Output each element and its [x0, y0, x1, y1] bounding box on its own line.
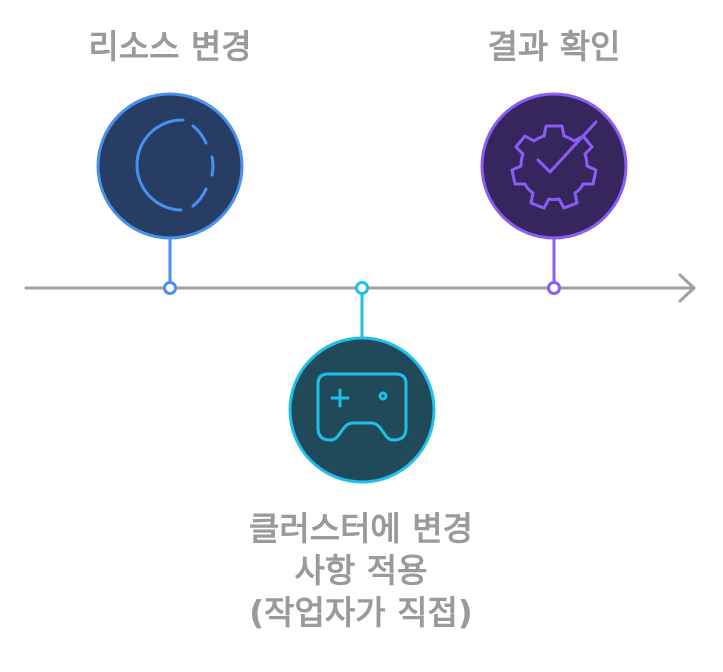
step-2-label-line-3: (작업자가 직접): [249, 593, 473, 632]
step-1-dot: [163, 281, 177, 295]
step-3-dot: [547, 281, 561, 295]
step-1: [96, 92, 244, 295]
circle-dashed-icon: [135, 118, 215, 212]
step-2-dot: [355, 281, 369, 295]
step-3: [480, 92, 628, 295]
timeline-arrowhead: [678, 273, 696, 303]
step-2-circle: [288, 336, 436, 484]
step-1-circle: [96, 92, 244, 240]
step-2: [288, 281, 436, 484]
gear-check-icon: [510, 120, 598, 210]
step-3-label: 결과 확인: [487, 27, 621, 66]
step-2-label-line-2: 사항 적용: [294, 551, 428, 590]
gamepad-icon: [316, 372, 408, 442]
step-2-label: 클러스터에 변경 사항 적용 (작업자가 직접): [206, 508, 516, 634]
step-1-label: 리소스 변경: [88, 27, 252, 66]
step-2-label-line-1: 클러스터에 변경: [248, 509, 473, 548]
